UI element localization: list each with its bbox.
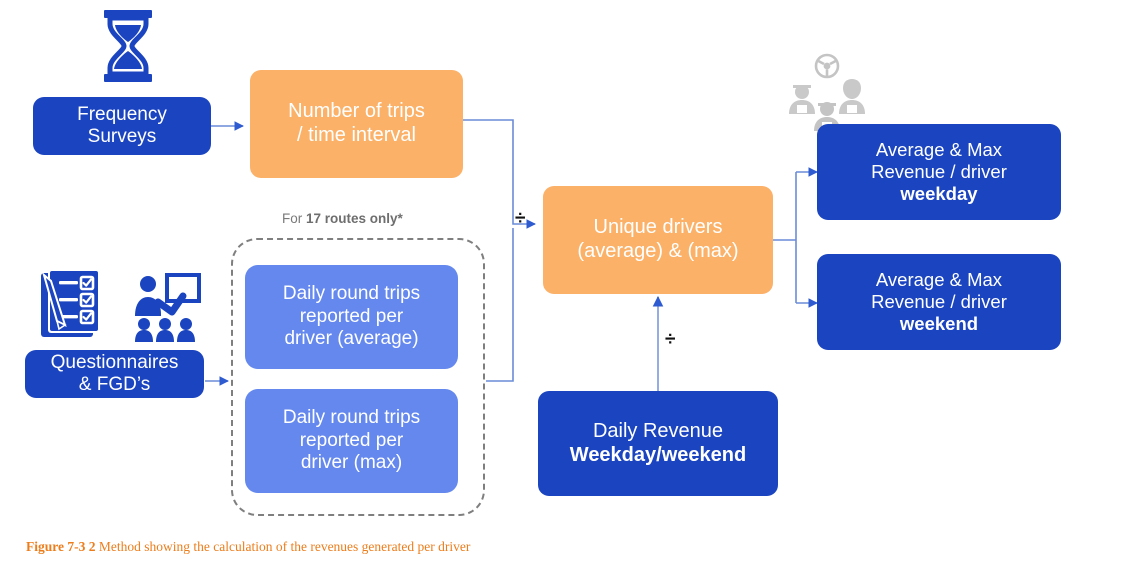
node-unique-drivers-label: Unique drivers (average) & (max) bbox=[577, 216, 739, 262]
node-questionnaires-fgd-label: Questionnaires & FGD’s bbox=[50, 351, 179, 395]
node-unique-drivers[interactable]: Unique drivers (average) & (max) bbox=[543, 186, 773, 294]
node-questionnaires-fgd[interactable]: Questionnaires & FGD’s bbox=[25, 350, 204, 398]
divide-symbol-revenue: ÷ bbox=[665, 329, 676, 350]
node-daily-round-trips-average-label: Daily round trips reported per driver (a… bbox=[282, 283, 421, 350]
figure-caption-number: Figure 7-3 2 bbox=[26, 539, 99, 554]
node-revenue-weekday[interactable]: Average & Max Revenue / driver weekday bbox=[817, 124, 1061, 220]
connector-roundtrips-to-unique-drivers bbox=[486, 228, 514, 382]
node-revenue-weekend[interactable]: Average & Max Revenue / driver weekend bbox=[817, 254, 1061, 350]
node-daily-revenue-line2: Weekday/weekend bbox=[569, 443, 747, 466]
node-revenue-weekday-line3: weekday bbox=[900, 182, 978, 204]
focus-group-presentation-icon bbox=[131, 272, 201, 342]
node-revenue-weekday-line1: Average & Max bbox=[875, 139, 1003, 161]
node-number-of-trips-label: Number of trips / time interval bbox=[288, 100, 425, 146]
grouping-box-17-routes bbox=[231, 238, 485, 516]
node-revenue-weekday-line2: Revenue / driver bbox=[871, 161, 1007, 183]
node-revenue-weekend-line3: weekend bbox=[899, 312, 979, 334]
figure-caption-text: Method showing the calculation of the re… bbox=[98, 539, 471, 554]
figure-caption: Figure 7-3 2 Method showing the calculat… bbox=[26, 539, 470, 555]
routes-note: For 17 routes only* bbox=[282, 211, 403, 226]
node-frequency-surveys[interactable]: Frequency Surveys bbox=[33, 97, 211, 155]
node-daily-round-trips-average[interactable]: Daily round trips reported per driver (a… bbox=[245, 265, 458, 369]
node-revenue-weekend-line2: Revenue / driver bbox=[871, 291, 1007, 313]
node-daily-revenue[interactable]: Daily Revenue Weekday/weekend bbox=[538, 391, 778, 496]
node-daily-revenue-line1: Daily Revenue bbox=[592, 419, 724, 442]
divide-symbol-trips: ÷ bbox=[515, 208, 526, 229]
routes-note-bold: 17 routes only* bbox=[306, 211, 403, 226]
hourglass-icon bbox=[98, 8, 158, 84]
checklist-clipboard-icon bbox=[37, 267, 115, 343]
node-daily-round-trips-max-label: Daily round trips reported per driver (m… bbox=[282, 407, 421, 474]
node-revenue-weekend-line1: Average & Max bbox=[875, 269, 1003, 291]
node-number-of-trips[interactable]: Number of trips / time interval bbox=[250, 70, 463, 178]
routes-note-prefix: For bbox=[282, 211, 307, 226]
node-daily-round-trips-max[interactable]: Daily round trips reported per driver (m… bbox=[245, 389, 458, 493]
node-frequency-surveys-label: Frequency Surveys bbox=[77, 103, 167, 147]
